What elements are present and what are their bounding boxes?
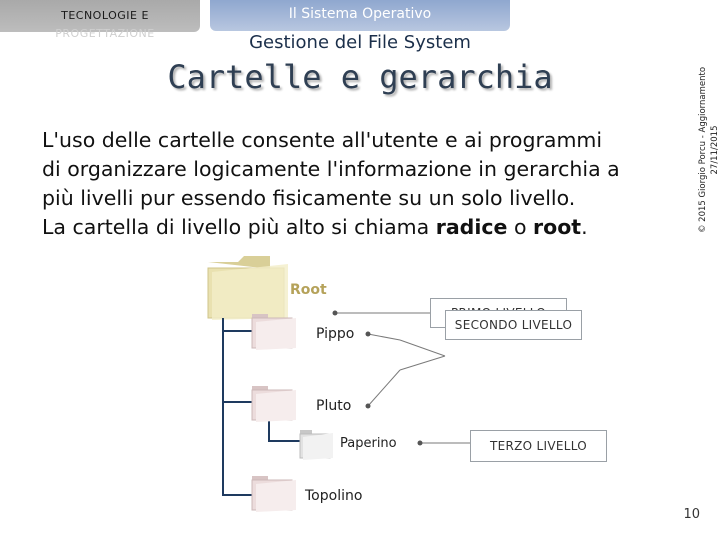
paragraph-line-4-mid: o	[507, 215, 534, 239]
root-folder-icon	[207, 256, 288, 320]
unit-title: Il Sistema Operativo	[288, 6, 432, 22]
body-paragraph: L'uso delle cartelle consente all'utente…	[42, 126, 692, 242]
course-title-line2: PROGETTAZIONE	[55, 27, 155, 40]
pluto-folder-icon	[251, 386, 296, 422]
second-level-connector	[365, 331, 446, 409]
root-term: root	[533, 215, 582, 239]
course-title: TECNOLOGIE E PROGETTAZIONE	[0, 6, 210, 44]
course-title-line1: TECNOLOGIE E	[61, 9, 149, 22]
pippo-label: Pippo	[316, 326, 355, 342]
pluto-label: Pluto	[316, 398, 352, 414]
paragraph-line-4: La cartella di livello più alto si chiam…	[42, 213, 692, 242]
page-number: 10	[683, 507, 700, 522]
root-label: Root	[290, 282, 327, 298]
radice-term: radice	[435, 215, 508, 239]
paperino-label: Paperino	[340, 436, 397, 451]
paragraph-line-2: di organizzare logicamente l'informazion…	[42, 157, 620, 181]
paragraph-line-3: più livelli pur essendo fisicamente su u…	[42, 186, 576, 210]
header-right-tab	[210, 0, 510, 31]
topolino-folder-icon	[251, 476, 296, 512]
slide-title: Cartelle e gerarchia	[167, 58, 553, 96]
third-level-connector	[417, 440, 470, 446]
paragraph-line-1: L'uso delle cartelle consente all'utente…	[42, 128, 603, 152]
pippo-folder-icon	[251, 314, 296, 350]
topic-title: Gestione del File System	[249, 32, 471, 53]
paragraph-line-4-suffix: .	[581, 215, 588, 239]
paperino-folder-icon	[299, 430, 333, 460]
paragraph-line-4-prefix: La cartella di livello più alto si chiam…	[42, 215, 436, 239]
root-level-connector	[332, 310, 430, 316]
header-left-tab	[0, 0, 200, 32]
secondo-livello-box: SECONDO LIVELLO	[445, 310, 582, 340]
terzo-livello-box: TERZO LIVELLO	[470, 430, 607, 462]
topolino-label: Topolino	[305, 488, 363, 504]
